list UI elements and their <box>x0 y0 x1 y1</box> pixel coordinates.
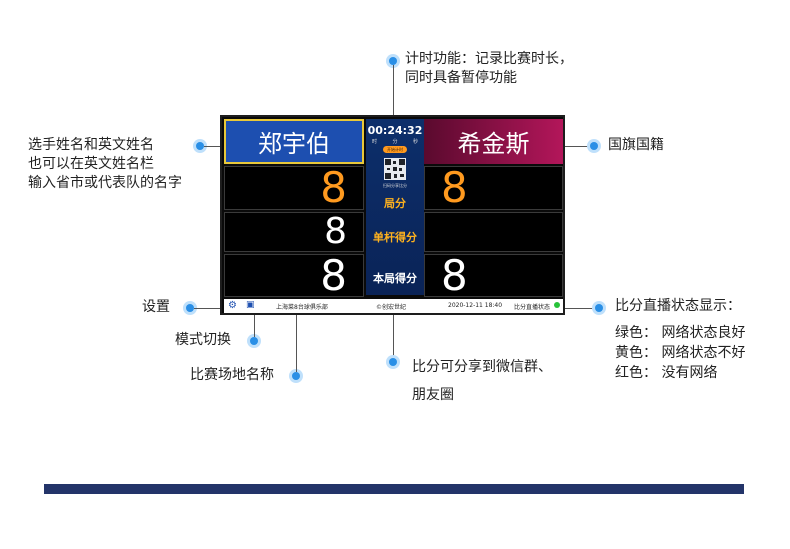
live-status-title: 比分直播状态显示： <box>615 298 741 314</box>
live-status-leader-line <box>565 308 595 309</box>
settings-leader-line <box>194 308 226 309</box>
bottom-divider-band <box>44 484 744 494</box>
timer-units: 时 分 秒 <box>372 138 418 145</box>
right-break-cell <box>424 212 563 252</box>
left-score-cell: 8 <box>224 254 364 297</box>
venue-name-annotation: 比赛场地名称 <box>190 367 274 383</box>
mode-switch-annotation: 模式切换 <box>175 332 231 348</box>
live-status-red: 红色： 没有网络 <box>615 365 718 381</box>
venue-name-annotation-dot <box>292 372 300 380</box>
venue-name[interactable]: 上海菜8台球俱乐部 <box>276 304 328 311</box>
brand-label: ©创宏世纪 <box>376 304 407 311</box>
right-player-name[interactable]: 希金斯 <box>424 119 563 164</box>
flag-annotation-dot <box>590 142 598 150</box>
mode-switch-leader-line <box>254 311 255 337</box>
date-time: 2020-12-11 18:40 <box>448 302 503 309</box>
live-status-annotation-dot <box>595 304 603 312</box>
share-annotation-dot <box>389 358 397 366</box>
share-leader-line <box>393 314 394 358</box>
player-name-annotation-dot <box>196 142 204 150</box>
left-player-name[interactable]: 郑宇伯 <box>224 119 364 164</box>
venue-name-leader-line <box>296 314 297 372</box>
timer-pause-button[interactable]: 开始计时 <box>383 146 407 153</box>
left-frame-score: 8 <box>320 250 347 300</box>
timer-annotation: 计时功能：记录比赛时长， 同时具备暂停功能 <box>405 51 573 86</box>
live-status-indicator <box>554 302 560 308</box>
break-label: 单杆得分 <box>373 231 417 244</box>
left-break-score: 8 <box>324 211 347 252</box>
match-timer[interactable]: 00:24:32 <box>367 124 423 137</box>
timer-unit-minute: 分 <box>392 139 398 145</box>
timer-unit-hour: 时 <box>372 139 378 145</box>
player-name-leader-line <box>204 146 224 147</box>
settings-annotation: 设置 <box>142 299 170 315</box>
left-frames-cell: 8 <box>224 166 364 210</box>
timer-annotation-dot <box>389 57 397 65</box>
right-frame-score: 8 <box>441 250 468 300</box>
timer-leader-line <box>393 65 394 120</box>
status-bar: ⚙ ▣ 上海菜8台球俱乐部 ©创宏世纪 2020-12-11 18:40 比分直… <box>224 299 563 313</box>
scoreboard: 郑宇伯 希金斯 8 8 8 8 8 00:24:32 时 分 秒 开始计时 <box>220 115 565 315</box>
live-status-label: 比分直播状态 <box>514 304 551 311</box>
mode-switch-icon[interactable]: ▣ <box>246 300 255 310</box>
share-qr-code[interactable] <box>384 158 406 180</box>
left-break-cell: 8 <box>224 212 364 252</box>
frame-score-label: 本局得分 <box>373 272 417 285</box>
flag-leader-line <box>565 146 590 147</box>
right-frames-score: 8 <box>441 163 468 212</box>
right-score-cell: 8 <box>424 254 563 297</box>
player-name-annotation: 选手姓名和英文姓名 也可以在英文姓名栏 输入省市或代表队的名字 <box>28 137 182 191</box>
settings-annotation-dot <box>186 304 194 312</box>
qr-caption: 扫码分享比分 <box>383 183 407 188</box>
flag-annotation: 国旗国籍 <box>608 137 664 153</box>
frame-label: 局分 <box>384 197 406 210</box>
timer-unit-second: 秒 <box>412 139 418 145</box>
qr-code-icon <box>384 158 406 180</box>
left-frames-score: 8 <box>320 163 347 212</box>
right-frames-cell: 8 <box>424 166 563 210</box>
live-status-yellow: 黄色： 网络状态不好 <box>615 345 746 361</box>
gear-icon[interactable]: ⚙ <box>228 300 237 311</box>
share-annotation: 比分可分享到微信群、 朋友圈 <box>412 359 552 403</box>
center-panel: 00:24:32 时 分 秒 开始计时 扫码分享比分 局分 单杆得分 本局得分 <box>366 119 424 295</box>
mode-switch-annotation-dot <box>250 337 258 345</box>
live-status-green: 绿色： 网络状态良好 <box>615 325 746 341</box>
